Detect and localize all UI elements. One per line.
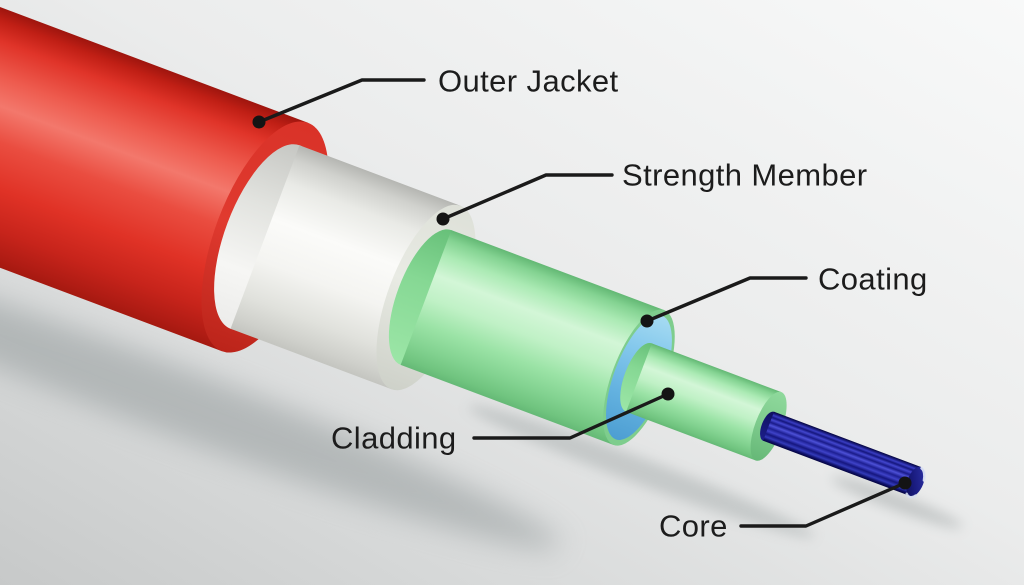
label-core: Core: [659, 476, 912, 544]
strength-member-cut-face: [376, 204, 476, 391]
strength-member-leader-line: [441, 173, 614, 221]
core-label-text: Core: [659, 509, 728, 544]
coating-label-text: Coating: [818, 262, 928, 297]
outer-jacket-anchor-dot: [252, 115, 266, 129]
core-tip-highlight-top: [920, 467, 926, 482]
label-cladding: Cladding: [331, 387, 675, 456]
coating-leader-line: [645, 276, 808, 323]
label-strength-member: Strength Member: [436, 158, 868, 226]
coating-anchor-dot: [640, 314, 654, 328]
outer-jacket-leader-line: [257, 78, 426, 124]
outer-jacket-body: [0, 0, 308, 352]
cladding-leader-line: [472, 392, 670, 440]
shadow-under-jacket: [0, 246, 561, 550]
cladding-anchor-dot: [661, 387, 675, 401]
strength-member-label-text: Strength Member: [622, 158, 868, 193]
outer-jacket-label-text: Outer Jacket: [438, 64, 619, 99]
label-coating: Coating: [640, 262, 928, 328]
core-leader-line: [739, 481, 907, 528]
shadow-under-core-tip: [831, 476, 963, 529]
annotations: Outer Jacket Strength Member Coating Cla…: [252, 64, 928, 544]
outer-jacket-cut-face: [201, 121, 329, 353]
label-outer-jacket: Outer Jacket: [252, 64, 619, 129]
strength-member-anchor-dot: [436, 212, 450, 226]
coating-body: [400, 230, 665, 445]
cladding-body: [626, 343, 782, 461]
cladding-label-text: Cladding: [331, 421, 457, 456]
core-anchor-dot: [898, 476, 912, 490]
core-tip-face: [906, 466, 925, 497]
core-tip-highlight-bottom: [905, 492, 917, 499]
core-body: [763, 411, 922, 497]
